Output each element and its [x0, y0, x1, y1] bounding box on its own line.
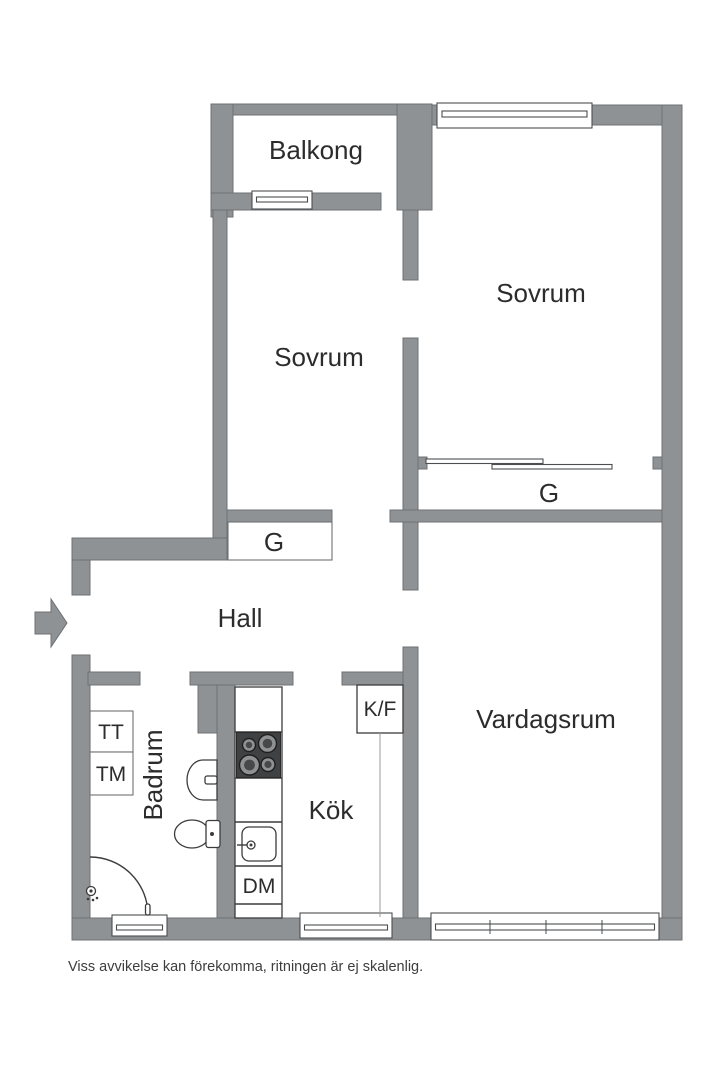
wall-bath-north-east [189, 671, 294, 686]
windows [111, 102, 660, 941]
washer-box [89, 751, 134, 796]
wall-divider-upper [402, 209, 419, 281]
label-dishwasher: DM [243, 875, 276, 898]
stove-icon [236, 732, 281, 778]
label-hall: Hall [218, 603, 263, 633]
disclaimer-note: Viss avvikelse kan förekomma, ritningen … [68, 959, 423, 975]
fridge-freezer-box [356, 684, 404, 734]
kitchen-counter [234, 686, 283, 919]
wall-kf-stub [341, 671, 404, 686]
wall-below-closet-right [389, 509, 663, 523]
bathroom-fixtures [85, 710, 221, 916]
closet-right-sliding-doors [425, 458, 613, 470]
label-closet-right: G [539, 478, 559, 508]
label-bedroom-right: Sovrum [496, 278, 586, 308]
balcony-window [251, 190, 313, 210]
room-labels: Balkong Sovrum Sovrum G G Hall Badrum Kö… [96, 135, 616, 898]
label-bathroom: Badrum [138, 729, 168, 820]
wall-divider-lower [402, 646, 419, 941]
entrance-arrow-icon [34, 597, 68, 649]
kitchen-fixtures [234, 684, 404, 919]
wall-closet-left-top [226, 509, 333, 523]
label-closet-left: G [264, 527, 284, 557]
wall-bath-north-west [87, 671, 141, 686]
wall-divider-mid [402, 337, 419, 511]
wall-divider-hall [402, 521, 419, 591]
wall-hall-top [71, 537, 228, 561]
wall-block-right-of-balcony [396, 103, 433, 211]
kitchen-window [299, 912, 393, 939]
label-bedroom-left: Sovrum [274, 342, 364, 372]
label-fridge-freezer: K/F [364, 698, 397, 721]
wall-balcony-top-rail [210, 103, 402, 116]
wall-left-lower [71, 654, 91, 941]
wall-left-hall [71, 559, 91, 596]
washbasin-icon [186, 759, 218, 801]
label-balcony: Balkong [269, 135, 363, 165]
bedroom-right-window [436, 102, 593, 129]
wall-left-bedroom [212, 209, 228, 561]
label-washer: TM [96, 763, 126, 786]
kitchen-sink-icon [237, 826, 277, 862]
shower-icon [85, 856, 151, 916]
wall-jamb-closet-right [652, 456, 663, 470]
bathroom-window [111, 914, 168, 937]
label-kitchen: Kök [309, 795, 355, 825]
label-dryer: TT [98, 721, 124, 744]
toilet-icon [173, 819, 221, 849]
living-room-window [430, 912, 660, 941]
dryer-box [89, 710, 134, 753]
wall-bath-kitchen [216, 684, 236, 919]
wall-right [661, 104, 683, 941]
closet-left-box [227, 521, 333, 561]
label-living-room: Vardagsrum [476, 704, 616, 734]
